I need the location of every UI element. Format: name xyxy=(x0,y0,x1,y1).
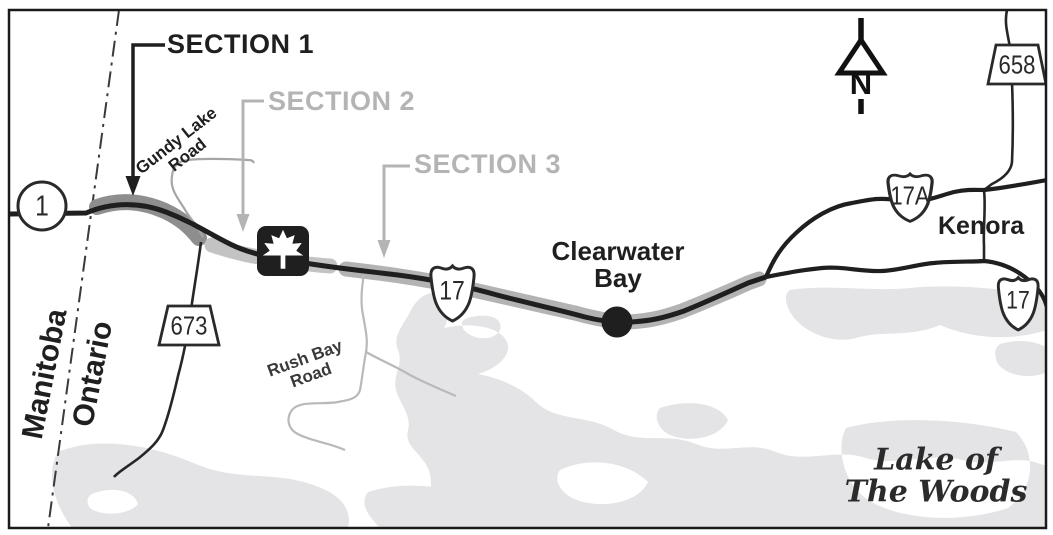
section3-arrow-icon xyxy=(377,240,391,258)
clearwater-bay-dot xyxy=(601,306,633,338)
manitoba-ontario-border-line xyxy=(47,11,120,527)
kenora-label: Kenora xyxy=(938,212,1025,240)
road-673-line xyxy=(112,241,203,478)
clearwater-bay-label-line1: Clearwater xyxy=(551,236,685,266)
lake-label-line2: The Woods xyxy=(844,475,1028,510)
clearwater-bay-label: Clearwater Bay xyxy=(551,236,685,294)
lake-label-line1: Lake of xyxy=(874,442,998,478)
section-3-label: SECTION 3 xyxy=(414,149,562,179)
lake-of-the-woods-label: Lake of The Woods xyxy=(844,442,1028,510)
rush-bay-road-branch-line xyxy=(365,351,457,398)
north-arrow-icon xyxy=(834,18,888,114)
clearwater-bay-label-line2: Bay xyxy=(594,263,642,294)
trans-canada-marker xyxy=(257,226,309,276)
shield-673-number: 673 xyxy=(170,310,208,341)
rush-bay-road-line xyxy=(287,267,368,451)
section1-leader xyxy=(125,43,165,196)
maple-leaf-icon xyxy=(262,229,304,269)
section2-arrow-icon xyxy=(236,214,250,232)
section1-arrow-icon xyxy=(125,176,141,196)
shield-17-number: 17 xyxy=(439,275,465,306)
shield-17a-number: 17A xyxy=(890,180,930,211)
section-2-label: SECTION 2 xyxy=(268,86,416,116)
lake-of-the-woods-water xyxy=(51,286,1045,527)
kenora-connector-road xyxy=(982,189,987,261)
shield-17-east xyxy=(996,275,1040,332)
shield-17-east-number: 17 xyxy=(1006,286,1030,315)
shield-658-number: 658 xyxy=(998,49,1036,80)
section2-leader xyxy=(236,99,264,232)
shield-trans-canada-1 xyxy=(16,180,68,232)
shield-658 xyxy=(986,43,1045,86)
shield-trans-canada-1-number: 1 xyxy=(35,190,49,223)
section3-leader xyxy=(377,164,410,258)
section-1-label: SECTION 1 xyxy=(167,29,315,59)
gundy-lake-road-line xyxy=(170,157,255,238)
shield-17 xyxy=(429,263,476,323)
north-arrow-n-label: N xyxy=(849,66,873,101)
map-frame xyxy=(7,8,1048,530)
shield-17a xyxy=(886,171,934,223)
shield-673 xyxy=(157,304,221,347)
road-658-line xyxy=(983,11,1015,192)
